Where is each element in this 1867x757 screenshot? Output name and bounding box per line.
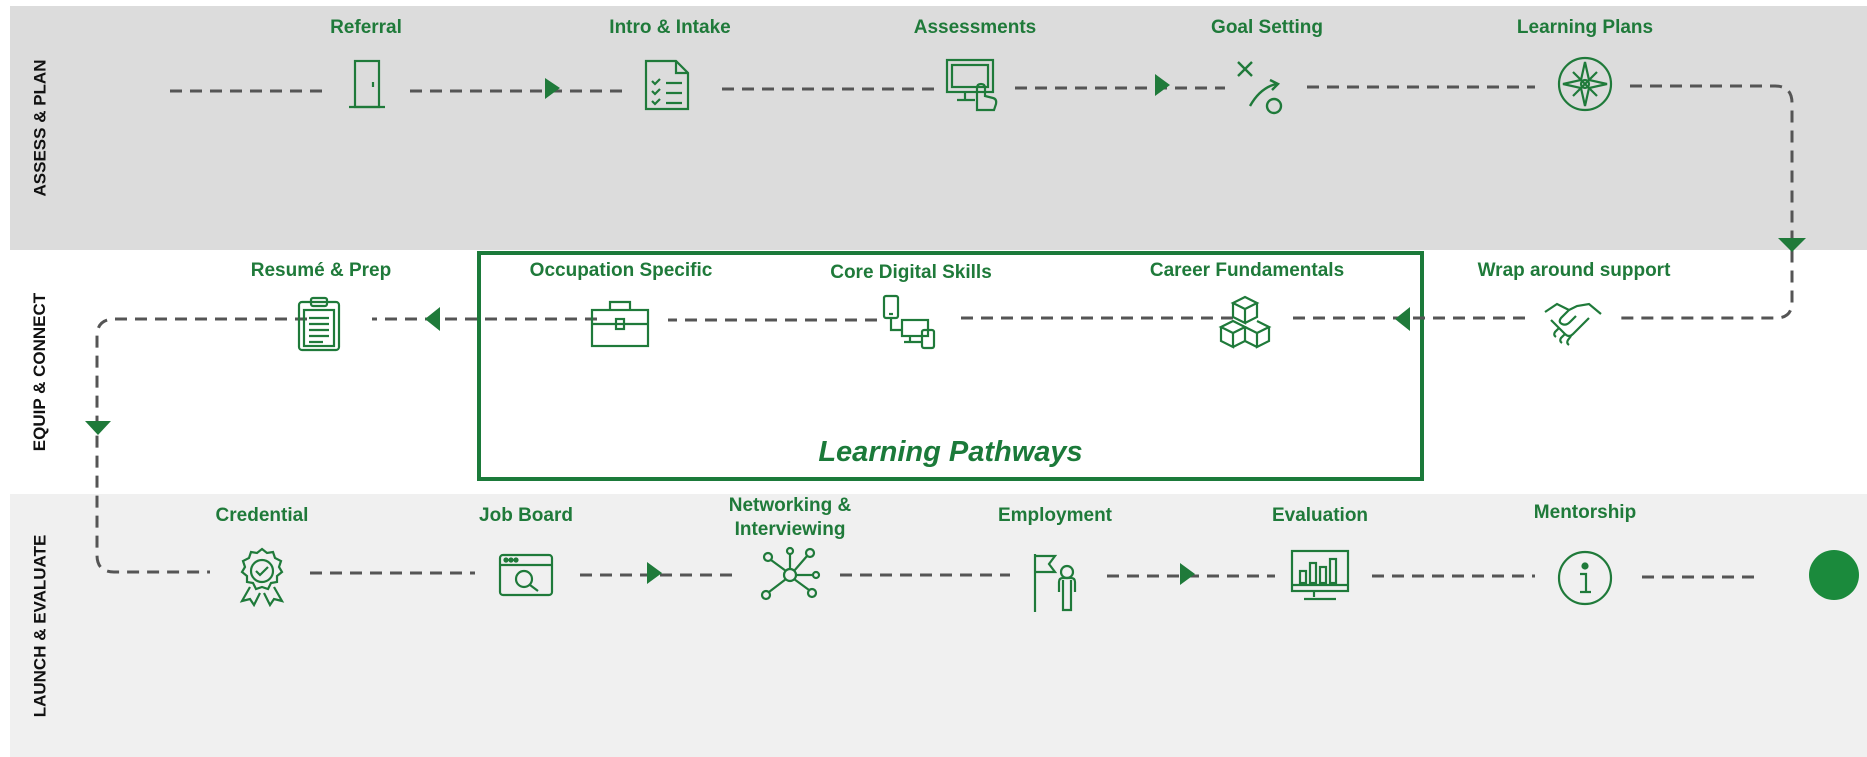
network-icon bbox=[758, 543, 822, 607]
step-label-credential: Credential bbox=[215, 505, 309, 526]
step-label-employment: Employment bbox=[997, 505, 1113, 526]
band-launch-evaluate bbox=[10, 494, 1867, 757]
monitor-chart-icon bbox=[1288, 543, 1352, 607]
step-label-mentorship: Mentorship bbox=[1533, 502, 1637, 523]
arrow-head bbox=[1395, 307, 1410, 331]
arrow-head bbox=[545, 78, 560, 99]
step-label-job-board: Job Board bbox=[479, 505, 573, 526]
arrow-head bbox=[425, 307, 440, 331]
band-assess-plan bbox=[10, 6, 1867, 250]
step-label-networking: Networking & Interviewing bbox=[728, 495, 852, 540]
arrow-head bbox=[1155, 74, 1170, 96]
handshake-icon bbox=[1541, 290, 1605, 354]
step-label-core-digital-skills: Core Digital Skills bbox=[830, 262, 992, 283]
arrow-head bbox=[647, 562, 662, 584]
play-strategy-icon bbox=[1230, 54, 1294, 118]
connector-row1 bbox=[95, 84, 1794, 579]
door-icon bbox=[335, 53, 399, 117]
step-label-assessments: Assessments bbox=[913, 17, 1037, 38]
step-label-referral: Referral bbox=[330, 17, 402, 38]
arrow-head bbox=[1778, 238, 1806, 252]
band-equip-connect bbox=[10, 250, 1867, 494]
arrow-head bbox=[1180, 563, 1195, 585]
clipboard-icon bbox=[287, 292, 351, 356]
checklist-icon bbox=[634, 53, 698, 117]
end-point-marker bbox=[1809, 550, 1859, 600]
step-label-evaluation: Evaluation bbox=[1271, 505, 1369, 526]
award-badge-icon bbox=[230, 543, 294, 607]
learning-pathways-box: Learning Pathways bbox=[477, 251, 1424, 481]
briefcase-icon bbox=[588, 292, 652, 356]
compass-icon bbox=[1553, 52, 1617, 116]
devices-icon bbox=[878, 290, 942, 354]
arrow-head bbox=[85, 421, 111, 435]
step-label-career-fundamentals: Career Fundamentals bbox=[1149, 260, 1345, 281]
step-label-occupation-specific: Occupation Specific bbox=[529, 260, 713, 281]
computer-touch-icon bbox=[941, 52, 1005, 116]
flag-person-icon bbox=[1023, 550, 1087, 614]
step-label-intro-intake: Intro & Intake bbox=[609, 17, 731, 38]
step-label-learning-plans: Learning Plans bbox=[1516, 17, 1654, 38]
step-label-goal-setting: Goal Setting bbox=[1211, 17, 1323, 38]
info-circle-icon bbox=[1553, 546, 1617, 610]
learning-pathways-title: Learning Pathways bbox=[818, 436, 1083, 468]
step-label-resume-prep: Resumé & Prep bbox=[250, 260, 392, 281]
browser-search-icon bbox=[494, 543, 558, 607]
cubes-icon bbox=[1213, 291, 1277, 355]
step-label-wrap-around-support: Wrap around support bbox=[1477, 260, 1671, 281]
